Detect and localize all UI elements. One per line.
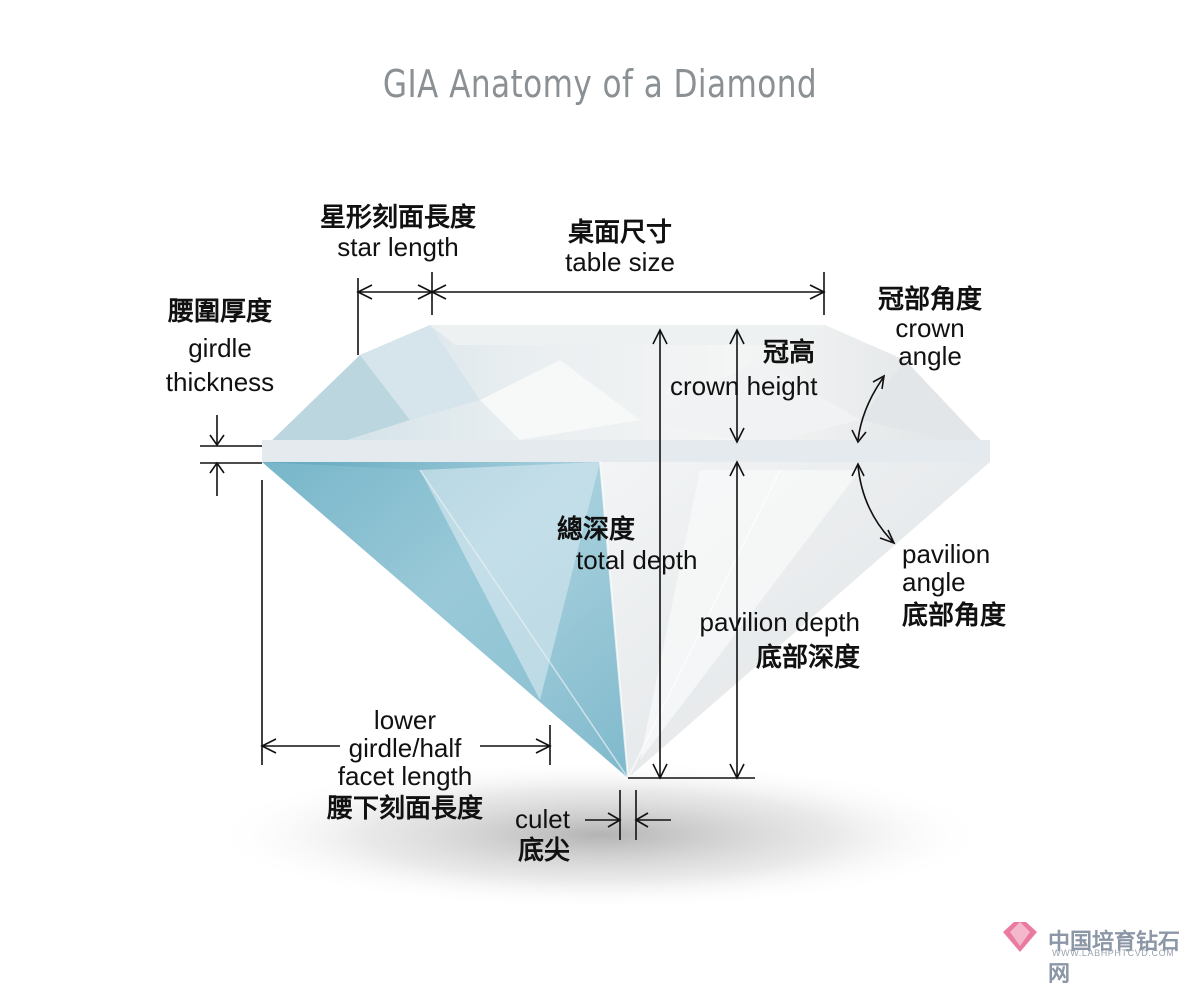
crown-angle-label-en2: angle [898,341,962,371]
crown-angle-arc [857,377,884,441]
crown-angle-label-en1: crown [895,313,965,343]
diamond-shadow [210,760,990,910]
pavilion-angle-label-zh: 底部角度 [902,600,1007,630]
crown-height-label-en: crown height [670,371,818,401]
watermark-logo-icon [1003,922,1037,952]
table-size-label-en: table size [565,247,675,277]
crown-height-label-zh: 冠高 [763,337,816,367]
star-length-label-en: star length [337,232,459,262]
pavilion-angle-label-en2: angle [902,567,966,597]
girdle-thickness-label-en2: thickness [165,367,275,397]
total-depth-label-en: total depth [576,545,698,575]
table-size-label-zh: 桌面尺寸 [567,217,672,247]
watermark-url: WWW.LABHPHTCVD.COM [1052,948,1175,958]
culet-label-zh: 底尖 [518,835,571,865]
crown-angle-label-zh: 冠部角度 [877,284,982,314]
pavilion-depth-label-en: pavilion depth [699,607,860,637]
diamond-illustration [262,325,990,779]
pavilion-angle-label-en1: pavilion [902,539,991,569]
star-length-label-zh: 星形刻面長度 [319,202,476,232]
girdle-thickness-label-en1: girdle [188,333,252,363]
total-depth-label-zh: 總深度 [557,514,636,544]
lower-girdle-label-zh: 腰下刻面長度 [326,793,483,823]
lower-girdle-label-en2: girdle/half [348,733,462,763]
measurement-lines [200,272,896,840]
diamond-diagram [200,272,1037,952]
diagram-title: GIA Anatomy of a Diamond [382,62,818,106]
lower-girdle-label-en1: lower [373,705,437,735]
girdle-thickness-label-zh: 腰圍厚度 [167,296,272,326]
lower-girdle-label-en3: facet length [337,761,473,791]
culet-label-en: culet [515,804,570,834]
pavilion-depth-label-zh: 底部深度 [755,642,860,672]
pavilion-angle-arc [857,464,894,543]
